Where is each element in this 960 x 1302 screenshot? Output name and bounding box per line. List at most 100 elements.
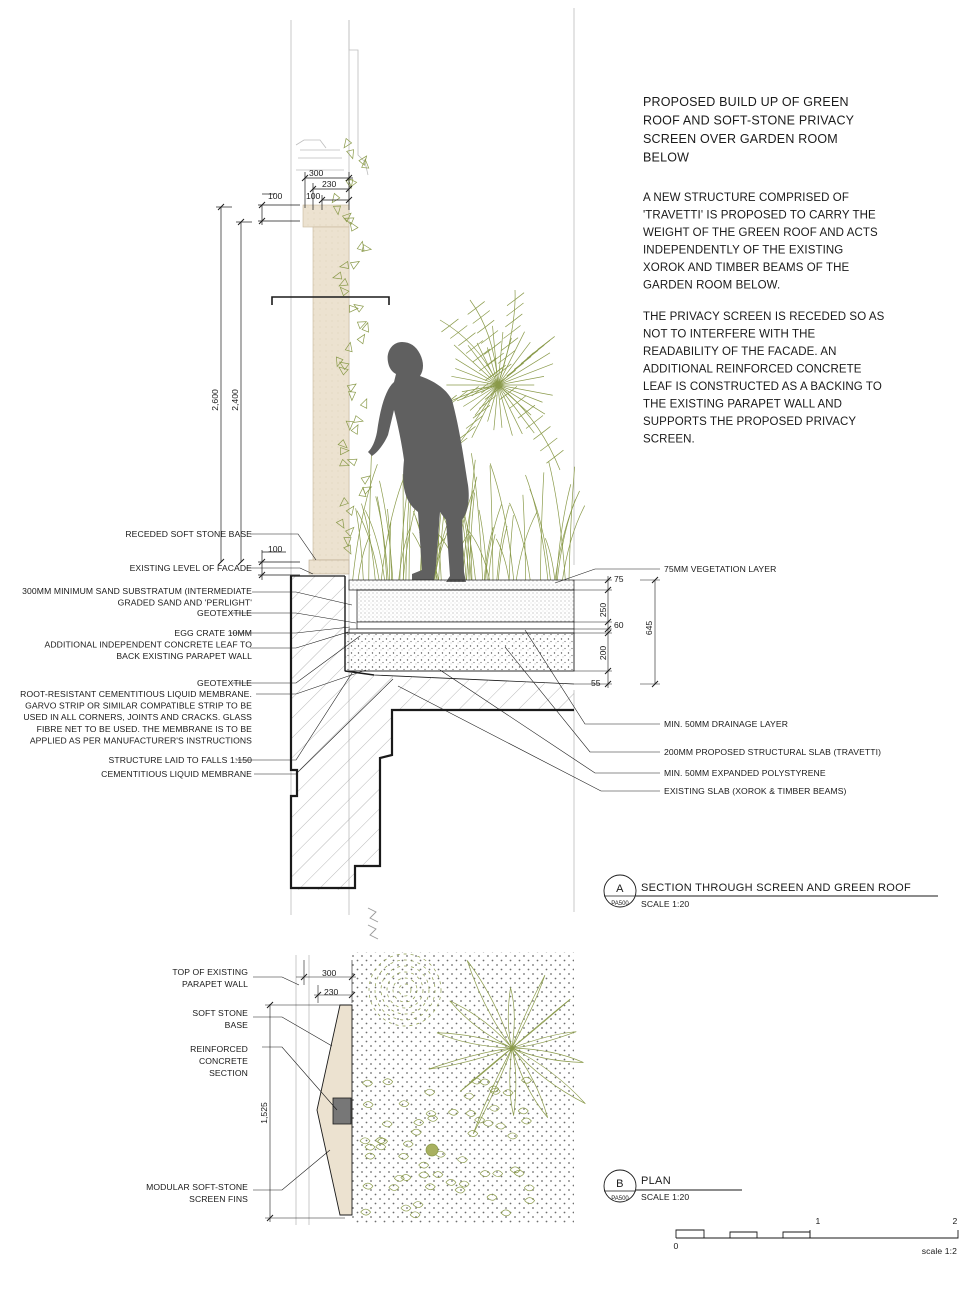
frond-leaflet <box>522 356 531 363</box>
section-a-scale: SCALE 1:20 <box>641 899 689 909</box>
plan-b-scale: SCALE 1:20 <box>641 1192 689 1202</box>
frond-leaflet <box>538 343 546 349</box>
grass-blade <box>490 463 514 580</box>
grass-blade <box>540 472 544 580</box>
scale-tick-0: 0 <box>674 1241 679 1251</box>
plan-label-1-line-1: TOP OF EXISTING <box>172 967 248 977</box>
desc2-line-4: ADDITIONAL REINFORCED CONCRETE <box>643 364 862 376</box>
section-a-title: A PA500 SECTION THROUGH SCREEN AND GREEN… <box>604 875 938 909</box>
vine-leaf <box>351 423 361 434</box>
frond-leaflet <box>554 450 563 457</box>
section-label-5-line-2: ADDITIONAL INDEPENDENT CONCRETE LEAF TO <box>45 640 253 650</box>
frond-leaflet <box>497 365 506 372</box>
desc2-line-2: NOT TO INTERFERE WITH THE <box>643 329 815 341</box>
frond-leaflet <box>495 353 504 360</box>
frond-leaflet <box>485 393 493 399</box>
frond-leaflet <box>546 336 555 343</box>
dim-100-inner: 100 <box>306 191 321 201</box>
frond-leaflet <box>487 360 495 366</box>
vine-leaf <box>349 391 356 400</box>
frond-leaflet <box>513 314 522 321</box>
dim-100-cap: 100 <box>268 191 283 201</box>
dim-200: 200 <box>598 646 608 661</box>
dim-2400: 2,400 <box>230 389 240 411</box>
frond-leaflet <box>441 326 449 332</box>
section-label-3-line-2: GRADED SAND AND 'PERLIGHT' <box>118 598 253 608</box>
grass-blade <box>376 496 388 580</box>
plan-dim-1525: 1,525 <box>259 1102 269 1124</box>
desc1-line-6: GARDEN ROOM BELOW. <box>643 280 780 292</box>
grass-blade <box>400 487 408 580</box>
section-label-5-line-3: BACK EXISTING PARAPET WALL <box>116 651 252 661</box>
dim-60: 60 <box>614 620 624 630</box>
dim-75: 75 <box>614 574 624 584</box>
section-label-7-line-2: GARVO STRIP OR SIMILAR COMPATIBLE STRIP … <box>25 701 252 711</box>
section-label-5-line-1: EGG CRATE 10MM <box>174 628 252 638</box>
frond-leaflet <box>533 433 541 439</box>
plan-label-3-line-2: CONCRETE <box>199 1056 248 1066</box>
person-silhouette <box>368 342 469 582</box>
desc1-line-1: A NEW STRUCTURE COMPRISED OF <box>643 192 849 204</box>
section-label-3-line-1: 300MM MINIMUM SAND SUBSTRATUM (INTERMEDI… <box>22 586 252 596</box>
frond-leaflet <box>515 303 524 310</box>
section-label-8-line-1: STRUCTURE LAID TO FALLS 1:150 <box>109 755 253 765</box>
grass-blade <box>523 495 526 580</box>
palm-frond <box>498 290 515 385</box>
grass-blade <box>365 510 384 580</box>
grass-blade <box>361 504 375 580</box>
frond-leaflet <box>466 423 474 429</box>
grass-blade <box>409 495 411 580</box>
vine-leaf <box>360 398 370 409</box>
desc1-line-2: 'TRAVETTI' IS PROPOSED TO CARRY THE <box>643 210 876 222</box>
roof-buildup <box>345 580 574 684</box>
label-expanded-polystyrene: MIN. 50MM EXPANDED POLYSTYRENE <box>664 768 826 778</box>
grass-blade <box>467 460 476 580</box>
grass-blade <box>557 500 575 580</box>
dim-230-top: 230 <box>322 179 337 189</box>
plan-label-4-line-1: MODULAR SOFT-STONE <box>146 1182 248 1192</box>
section-label-1-line-1: RECEDED SOFT STONE BASE <box>125 529 252 539</box>
vine-leaf <box>347 149 357 160</box>
frond-leaflet <box>479 403 487 409</box>
plan-label-1-line-2: PARAPET WALL <box>182 979 248 989</box>
plan-shrub-centre <box>426 1144 438 1156</box>
section-label-7-line-1: ROOT-RESISTANT CEMENTITIOUS LIQUID MEMBR… <box>20 689 252 699</box>
vine-leaf <box>360 473 371 484</box>
grass-blade <box>556 484 571 580</box>
frond-leaflet <box>509 403 517 409</box>
plan-label-3-line-3: SECTION <box>209 1068 248 1078</box>
section-label-9-line-1: CEMENTITIOUS LIQUID MEMBRANE <box>101 769 252 779</box>
description-paragraph-1: A NEW STRUCTURE COMPRISED OF 'TRAVETTI' I… <box>643 192 878 292</box>
plan-label-4-line-2: SCREEN FINS <box>189 1194 248 1204</box>
palm-spike <box>454 345 498 385</box>
vine-leaf <box>354 416 364 425</box>
soft-stone-screen <box>303 205 349 574</box>
grass-blade <box>358 535 370 580</box>
plan-dim-230: 230 <box>324 987 339 997</box>
vine-leaf <box>357 318 368 329</box>
section-label-6-line-1: GEOTEXTILE <box>197 678 252 688</box>
heading-line-4: BELOW <box>643 151 689 165</box>
dim-55: 55 <box>591 678 601 688</box>
section-label-4-line-1: GEOTEXTILE <box>197 608 252 618</box>
frond-leaflet <box>540 445 548 451</box>
desc2-line-8: SCREEN. <box>643 434 695 446</box>
frond-leaflet <box>449 319 458 326</box>
desc1-line-5: XOROK AND TIMBER BEAMS OF THE <box>643 262 850 274</box>
heading-line-3: SCREEN OVER GARDEN ROOM <box>643 132 838 146</box>
label-structural-slab: 200MM PROPOSED STRUCTURAL SLAB (TRAVETTI… <box>664 747 881 757</box>
grass-blade <box>525 475 547 580</box>
plan-b-title: B PA500 PLAN SCALE 1:20 <box>604 1170 742 1202</box>
grass-blade <box>369 452 372 580</box>
vine-leaf <box>357 332 368 343</box>
plan-b-title-text: PLAN <box>641 1175 671 1187</box>
frond-leaflet <box>526 405 535 412</box>
frond-leaflet <box>521 358 529 364</box>
label-existing-slab: EXISTING SLAB (XOROK & TIMBER BEAMS) <box>664 786 847 796</box>
desc2-line-6: THE EXISTING PARAPET WALL AND <box>643 399 842 411</box>
